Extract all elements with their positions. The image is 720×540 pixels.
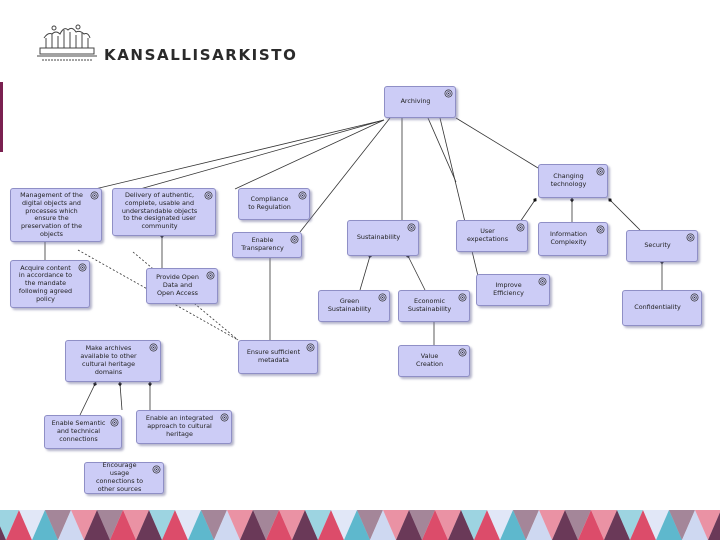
goal-provide-open-data[interactable]: Provide Open Data and Open Access <box>146 268 218 304</box>
goal-security[interactable]: Security <box>626 230 698 262</box>
goal-management-digital-objects[interactable]: Management of the digital objects and pr… <box>10 188 102 242</box>
goal-icon <box>90 191 99 200</box>
goal-icon <box>110 418 119 427</box>
goal-green-sustainability[interactable]: Green Sustainability <box>318 290 390 322</box>
goal-icon <box>220 413 229 422</box>
goal-icon <box>378 293 387 302</box>
brand-name: KANSALLISARKISTO <box>104 46 298 64</box>
goal-icon <box>407 223 416 232</box>
goal-improve-efficiency[interactable]: Improve Efficiency <box>476 274 550 306</box>
goal-changing-technology[interactable]: Changing technology <box>538 164 608 198</box>
goal-archiving[interactable]: Archiving <box>384 86 456 118</box>
goal-icon <box>204 191 213 200</box>
goal-icon <box>596 225 605 234</box>
goal-confidentiality[interactable]: Confidentiality <box>622 290 702 326</box>
footer-diamond-pattern <box>0 510 720 540</box>
goal-icon <box>538 277 547 286</box>
goal-delivery-authentic-objects[interactable]: Delivery of authentic, complete, usable … <box>112 188 216 236</box>
goal-icon <box>206 271 215 280</box>
goal-sustainability[interactable]: Sustainability <box>347 220 419 256</box>
goal-value-creation[interactable]: Value Creation <box>398 345 470 377</box>
goal-acquire-content[interactable]: Acquire content in accordance to the man… <box>10 260 90 308</box>
goal-icon <box>686 233 695 242</box>
side-accent-bar <box>0 82 3 152</box>
goal-make-archives-available[interactable]: Make archives available to other cultura… <box>65 340 161 382</box>
goal-icon <box>458 348 467 357</box>
goal-enable-semantic-connections[interactable]: Enable Semantic and technical connection… <box>44 415 122 449</box>
goal-icon <box>306 343 315 352</box>
goal-icon <box>458 293 467 302</box>
edge-archiving-management <box>94 119 385 190</box>
goal-information-complexity[interactable]: Information Complexity <box>538 222 608 256</box>
goal-icon <box>444 89 453 98</box>
goal-icon <box>690 293 699 302</box>
goal-enable-integrated-approach[interactable]: Enable an integrated approach to cultura… <box>136 410 232 444</box>
goal-icon <box>290 235 299 244</box>
goal-icon <box>516 223 525 232</box>
goal-ensure-sufficient-metadata[interactable]: Ensure sufficient metadata <box>238 340 318 374</box>
goal-icon <box>149 343 158 352</box>
goal-economic-sustainability[interactable]: Economic Sustainability <box>398 290 470 322</box>
goal-compliance-regulation[interactable]: Compliance to Regulation <box>238 188 310 220</box>
goal-enable-transparency[interactable]: Enable Transparency <box>232 232 302 258</box>
goal-icon <box>298 191 307 200</box>
goal-encourage-usage[interactable]: Encourage usage connections to other sou… <box>84 461 164 494</box>
goal-icon <box>152 465 161 474</box>
goal-user-expectations[interactable]: User expectations <box>456 220 528 252</box>
archives-logo-emblem <box>37 24 97 61</box>
goal-icon <box>596 167 605 176</box>
goal-icon <box>78 263 87 272</box>
